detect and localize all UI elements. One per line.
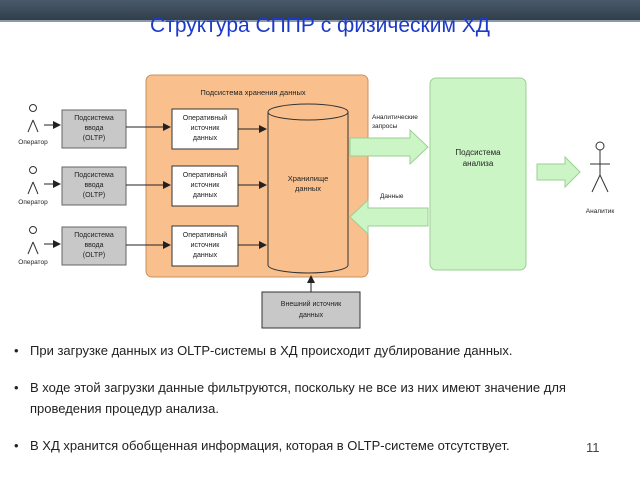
operational-source-2-line-3: данных <box>193 192 218 199</box>
input-subsystem-1-line-1: Подсистема <box>74 115 114 122</box>
input-subsystem-3-line-2: ввода <box>84 242 103 249</box>
input-subsystem-2-line-3: (OLTP) <box>83 192 105 199</box>
operator-actor-2 <box>27 166 39 195</box>
analyst-actor <box>590 141 610 193</box>
analysis-subsystem-line-1: Подсистема <box>455 148 501 157</box>
input-subsystem-3-line-1: Подсистема <box>74 232 114 239</box>
input-subsystem-2-line-2: ввода <box>84 182 103 189</box>
input-subsystem-box-1 <box>61 109 127 149</box>
bullet-item-3: В ХД хранится обобщенная информация, кот… <box>14 435 614 456</box>
page-number: 11 <box>586 440 600 455</box>
data-warehouse-cylinder <box>267 103 349 274</box>
input-subsystem-2-line-1: Подсистема <box>74 172 114 179</box>
input-subsystem-box-3 <box>61 226 127 266</box>
operator-actor-3 <box>27 226 39 255</box>
operational-source-3-line-3: данных <box>193 252 218 259</box>
analyst-label: Аналитик <box>586 208 615 215</box>
bullet-item-1: При загрузке данных из OLTP-системы в ХД… <box>14 340 614 361</box>
analysis-subsystem-line-2: анализа <box>463 159 494 168</box>
operational-source-3-line-1: Оперативный <box>183 231 227 239</box>
operator-actor-1 <box>27 104 39 133</box>
operator-label-3: Оператор <box>18 259 48 266</box>
bullet-list: При загрузке данных из OLTP-системы в ХД… <box>14 340 614 456</box>
operational-source-2-line-1: Оперативный <box>183 171 227 179</box>
operational-source-1-line-3: данных <box>193 135 218 142</box>
external-source-line-2: данных <box>299 312 324 319</box>
analysis-to-analyst-arrow <box>536 155 581 189</box>
analysis-subsystem-panel <box>429 77 527 271</box>
analytic-query-arrow <box>349 128 429 166</box>
warehouse-label-line-1: Хранилище <box>288 174 329 183</box>
operational-source-1-line-2: источник <box>191 125 221 132</box>
bullet-item-2: В ходе этой загрузки данные фильтруются,… <box>14 377 614 419</box>
input-subsystem-box-2 <box>61 166 127 206</box>
operational-source-box-2 <box>171 165 239 207</box>
dss-diagram: Подсистема хранения данных Хранилище дан… <box>18 74 615 329</box>
data-arrow-label: Данные <box>380 193 404 200</box>
analytic-query-label-line-1: Аналитические <box>372 114 418 121</box>
external-source-line-1: Внешний источник <box>281 300 342 308</box>
external-source-box <box>261 291 361 329</box>
top-bar-stripe <box>0 20 640 22</box>
slide-title: Структура СППР с физическим ХД <box>150 14 490 37</box>
operational-source-3-line-2: источник <box>191 242 221 249</box>
data-return-arrow <box>349 198 429 236</box>
storage-subsystem-label: Подсистема хранения данных <box>200 88 305 97</box>
analytic-query-label-line-2: запросы <box>372 123 398 130</box>
warehouse-label-line-2: данных <box>295 184 321 193</box>
operational-source-box-3 <box>171 225 239 267</box>
operator-label-2: Оператор <box>18 199 48 206</box>
input-subsystem-1-line-3: (OLTP) <box>83 135 105 142</box>
top-bar <box>0 0 640 22</box>
operational-source-1-line-1: Оперативный <box>183 114 227 122</box>
input-subsystem-1-line-2: ввода <box>84 125 103 132</box>
input-subsystem-3-line-3: (OLTP) <box>83 252 105 259</box>
operational-source-2-line-2: источник <box>191 182 221 189</box>
operational-source-box-1 <box>171 108 239 150</box>
operator-label-1: Оператор <box>18 139 48 146</box>
